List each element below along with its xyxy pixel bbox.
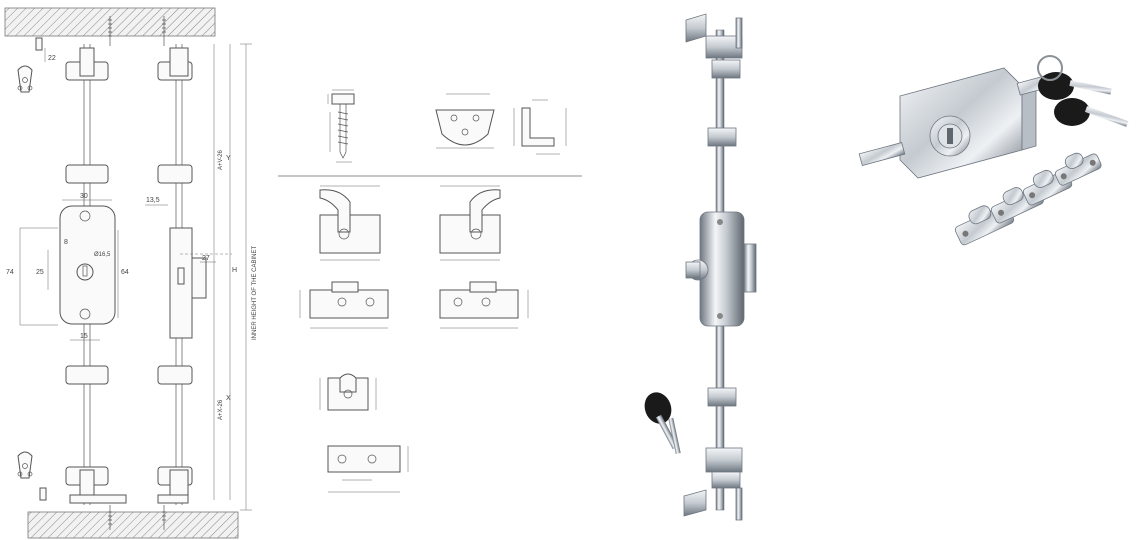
dim-y: Y [226,155,231,162]
striker-top-view-left [299,281,389,329]
photo-bottom-bracket [683,489,707,517]
triangle-plate-detail [435,93,495,149]
dim-a-x-26: A+X-26 [218,399,224,420]
dim-27: 27 [202,255,210,262]
lock-cylinder-front [76,263,94,281]
dim-74: 74 [6,269,14,276]
dim-x: X [226,395,231,402]
guide-detail [319,373,377,411]
dimension-lines [19,43,252,511]
photo-guide-1 [707,127,737,147]
front-rod [59,16,127,530]
detail-drawings [270,0,590,540]
screw-detail [327,89,355,163]
lockset-bolt-left [858,142,906,166]
left-bracket-bottom [17,451,33,479]
hook-striker-right [439,185,501,261]
l-bracket-detail [513,99,567,155]
striker-top-view-right [439,281,529,329]
dim-25: 25 [36,269,44,276]
bottom-pin [39,487,47,501]
dim-h: H [232,267,237,274]
dim-15: 15 [80,333,88,340]
guide-top-view [327,445,409,493]
top-pin [35,37,43,51]
left-bracket-top [17,65,33,93]
side-rod [157,16,207,530]
assembly-drawing: 22 30 8 74 25 64 15 Ø16,5 13,5 27 A+V-26… [0,0,270,540]
product-photo-assembled [620,0,800,540]
bottom-panel-hatch [27,511,239,539]
dim-64: 64 [121,269,129,276]
photo-keys [644,392,681,455]
photo-guide-2 [707,387,737,407]
hook-striker-left [319,185,381,261]
dim-diameter-16-5: Ø16,5 [94,252,111,258]
product-photo-lock-set [850,0,1139,280]
dim-8: 8 [64,239,68,246]
dim-22: 22 [48,55,56,62]
dim-30: 30 [80,193,88,200]
lockset-strikers [954,152,1102,246]
dim-cabinet-height: INNER HEIGHT OF THE CABINET [252,246,258,340]
photo-top-bracket [685,13,707,43]
dim-a-v-26: A+V-26 [218,149,224,170]
lockset-keys [1037,55,1129,127]
dim-13-5: 13,5 [146,197,160,204]
